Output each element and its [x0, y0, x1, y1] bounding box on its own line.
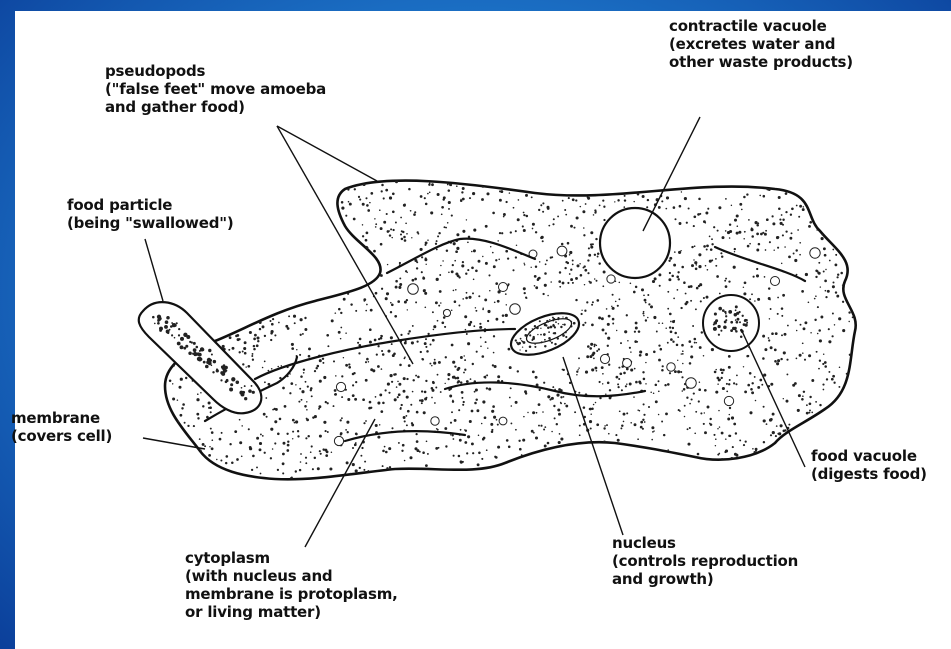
nucleus-desc-2: and growth) [612, 570, 798, 588]
label-pseudopods: pseudopods ("false feet" move amoeba and… [105, 62, 326, 116]
food-particle-desc-1: (being "swallowed") [67, 214, 234, 232]
label-cytoplasm: cytoplasm (with nucleus and membrane is … [185, 549, 398, 621]
cytoplasm-title: cytoplasm [185, 549, 398, 567]
pseudopods-title: pseudopods [105, 62, 326, 80]
label-contractile-vacuole: contractile vacuole (excretes water and … [669, 17, 853, 71]
nucleus-desc-1: (controls reproduction [612, 552, 798, 570]
food-vacuole-desc-1: (digests food) [811, 465, 927, 483]
label-nucleus: nucleus (controls reproduction and growt… [612, 534, 798, 588]
contractile-vacuole-desc-1: (excretes water and [669, 35, 853, 53]
contractile-vacuole-title: contractile vacuole [669, 17, 853, 35]
cytoplasm-desc-1: (with nucleus and [185, 567, 398, 585]
label-food-vacuole: food vacuole (digests food) [811, 447, 927, 483]
cytoplasm-desc-3: or living matter) [185, 603, 398, 621]
pseudopods-desc-1: ("false feet" move amoeba [105, 80, 326, 98]
membrane-desc-1: (covers cell) [11, 427, 112, 445]
contractile-vacuole-desc-2: other waste products) [669, 53, 853, 71]
contractile-vacuole [600, 208, 670, 278]
cytoplasm-desc-2: membrane is protoplasm, [185, 585, 398, 603]
label-membrane: membrane (covers cell) [11, 409, 112, 445]
food-vacuole-title: food vacuole [811, 447, 927, 465]
diagram-canvas: contractile vacuole (excretes water and … [15, 11, 951, 649]
nucleus-title: nucleus [612, 534, 798, 552]
label-food-particle: food particle (being "swallowed") [67, 196, 234, 232]
food-particle-title: food particle [67, 196, 234, 214]
leader-food-particle [145, 239, 163, 301]
pseudopods-desc-2: and gather food) [105, 98, 326, 116]
membrane-title: membrane [11, 409, 112, 427]
food-vacuole [703, 295, 759, 351]
